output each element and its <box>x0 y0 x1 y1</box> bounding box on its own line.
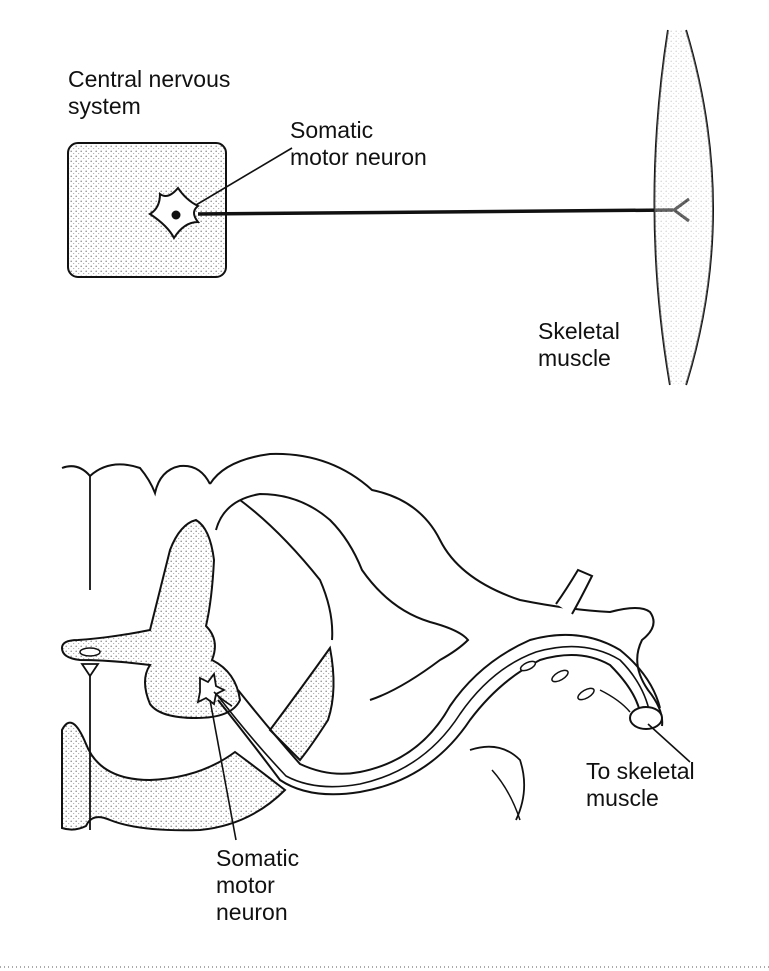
axon-line <box>197 208 674 216</box>
cns-label: Central nervous system <box>68 66 231 119</box>
muscle-leader-line <box>647 723 691 763</box>
nerve-cut-end <box>629 706 663 730</box>
bottom-neuron-label: Somatic motor neuron <box>216 845 300 925</box>
top-panel <box>67 29 714 386</box>
top-neuron-label: Somatic motor neuron <box>290 117 427 170</box>
bottom-neuron-leader-line <box>209 699 237 841</box>
ventral-root-region <box>268 645 335 762</box>
ventral-region <box>61 721 287 832</box>
axon-path <box>217 645 651 788</box>
to-skeletal-muscle-label: To skeletal muscle <box>586 758 695 811</box>
gray-matter-region <box>60 518 242 720</box>
spinal-nerve-tube <box>217 654 641 796</box>
cns-box <box>67 142 227 278</box>
bottom-panel <box>60 452 691 841</box>
spinal-cord-outline <box>61 463 211 497</box>
skeletal-muscle-label: Skeletal muscle <box>538 318 620 371</box>
top-neuron-leader-line <box>195 147 293 206</box>
neuron-nucleus-icon <box>171 210 181 220</box>
dorsal-root-outline <box>209 452 664 727</box>
